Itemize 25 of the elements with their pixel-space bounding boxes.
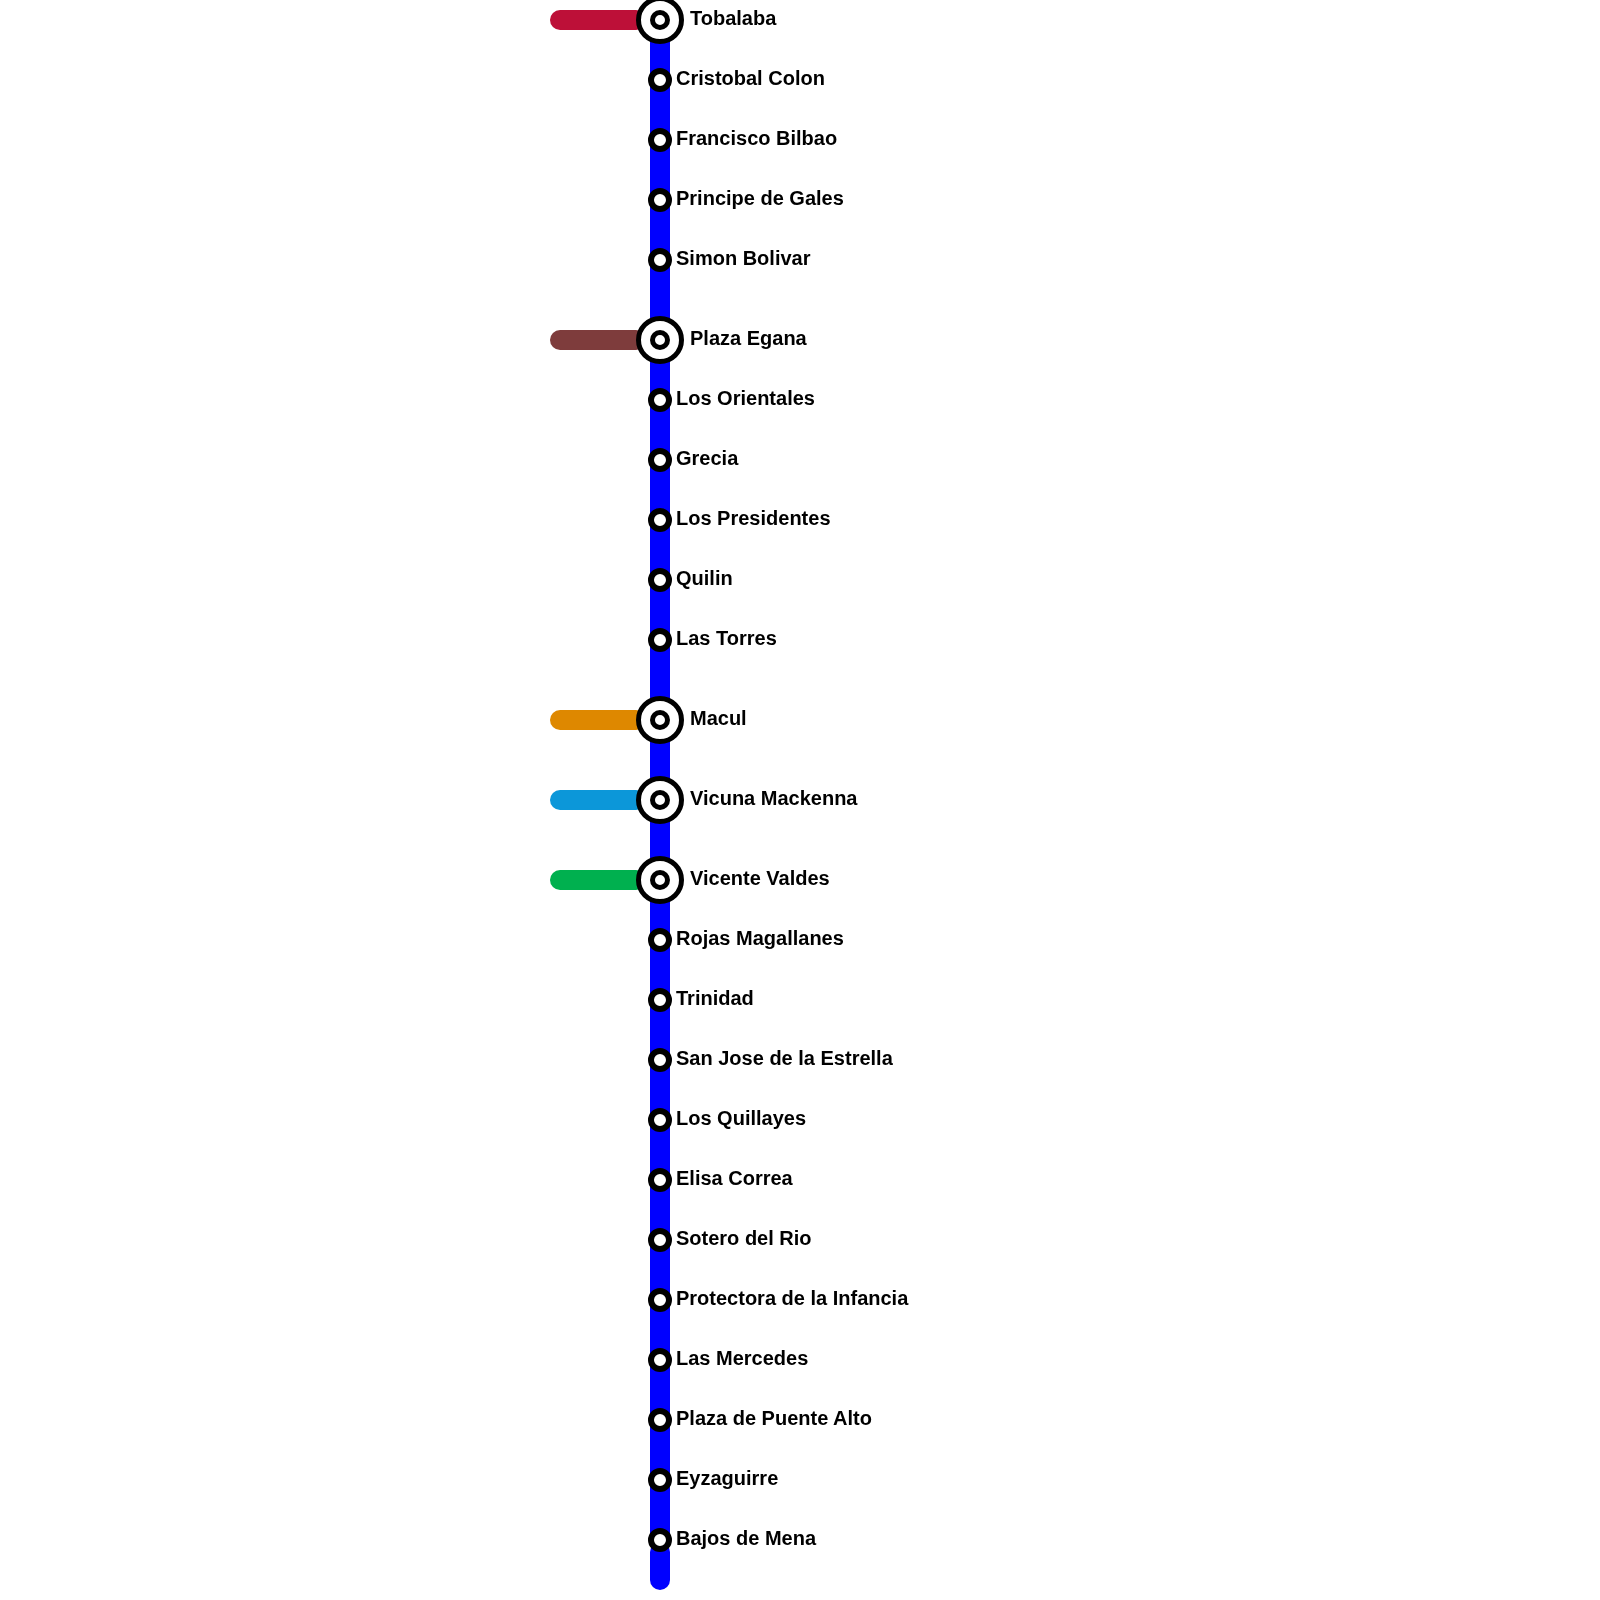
station-name: Elisa Correa xyxy=(676,1166,793,1190)
station-name: Rojas Magallanes xyxy=(676,926,844,950)
station-name: Francisco Bilbao xyxy=(676,126,838,150)
station-name: Los Orientales xyxy=(676,386,815,410)
station-name: Quilin xyxy=(676,566,733,590)
station-name: Vicente Valdes xyxy=(690,866,830,890)
station-name: Cristobal Colon xyxy=(676,66,825,90)
station-name: Las Mercedes xyxy=(676,1346,809,1370)
station-name: Protectora de la Infancia xyxy=(676,1286,909,1310)
station-name: Los Presidentes xyxy=(676,506,831,530)
station-name: Plaza Egana xyxy=(690,326,807,350)
station-name: Macul xyxy=(690,706,747,730)
station-name: Plaza de Puente Alto xyxy=(676,1406,872,1430)
station-name: San Jose de la Estrella xyxy=(676,1046,893,1070)
station-name: Grecia xyxy=(676,446,739,470)
station-name: Vicuna Mackenna xyxy=(690,786,858,810)
station-name: Bajos de Mena xyxy=(676,1526,817,1550)
station-name: Las Torres xyxy=(676,626,777,650)
station-name: Principe de Gales xyxy=(676,186,844,210)
station-name: Eyzaguirre xyxy=(676,1466,779,1490)
station-name: Trinidad xyxy=(676,986,754,1010)
station-name: Tobalaba xyxy=(690,6,777,30)
station-name: Sotero del Rio xyxy=(676,1226,812,1250)
station-name: Los Quillayes xyxy=(676,1106,807,1130)
station-name: Simon Bolivar xyxy=(676,246,811,270)
